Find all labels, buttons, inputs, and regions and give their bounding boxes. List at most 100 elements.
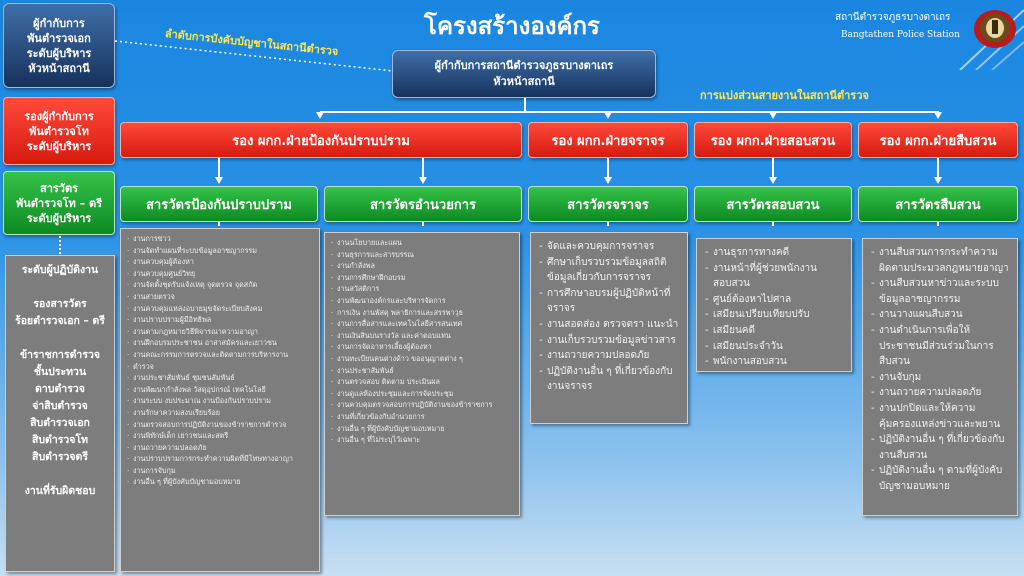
level-text: ระดับผู้บริหาร — [26, 211, 92, 225]
connector — [524, 98, 526, 112]
duty-item: งานนโยบายและแผน — [331, 237, 513, 249]
level-text: รองสารวัตร — [33, 298, 87, 310]
level-text: ระดับผู้บริหาร — [26, 46, 92, 60]
level-text: จ่าสิบตำรวจ — [32, 400, 88, 412]
duty-item: งานวางแผนสืบสวน — [871, 307, 1009, 323]
duty-item: งานควบคุมแหล่งอบายมุขจัดระเบียบสังคม — [127, 303, 313, 315]
inspector-box: สารวัตรอำนวยการ — [324, 186, 522, 222]
duty-list: งานสืบสวนการกระทำความผิดตามประมวลกฎหมายอ… — [862, 238, 1018, 516]
duty-item: งานประชาสัมพันธ์ ชุมชนสัมพันธ์ — [127, 372, 313, 384]
arrow-icon — [769, 177, 777, 184]
duty-item: งานควบคุมผู้ต้องหา — [127, 256, 313, 268]
duty-item: งานจัดทำแผนที่ระบบข้อมูลอาชญากรรม — [127, 245, 313, 257]
deputy-title: รอง ผกก.ฝ่ายป้องกันปราบปราม — [232, 133, 410, 149]
arrow-icon — [934, 177, 942, 184]
page-title: โครงสร้างองค์กร — [424, 12, 600, 40]
level-deputy: รองผู้กำกับการพันตำรวจโทระดับผู้บริหาร — [3, 97, 115, 165]
duty-item: งานดูแลห้องประชุมและการจัดประชุม — [331, 388, 513, 400]
connector — [218, 158, 220, 178]
duty-item: งานถวายความปลอดภัย — [539, 348, 679, 364]
head-title: ผู้กำกับการสถานีตำรวจภูธรบางตาเถร — [434, 59, 614, 72]
connector — [320, 111, 939, 113]
duty-item: ปฏิบัติงานอื่น ๆ ตามที่ผู้บังคับบัญชามอบ… — [871, 463, 1009, 494]
duty-item: ตำรวจ — [127, 361, 313, 373]
duty-item: พนักงานสอบสวน — [705, 354, 843, 370]
level-text: ดาบตำรวจ — [35, 383, 85, 395]
arrow-icon — [215, 177, 223, 184]
inspector-box: สารวัตรป้องกันปราบปราม — [120, 186, 318, 222]
inspector-title: สารวัตรสอบสวน — [726, 197, 820, 213]
inspector-title: สารวัตรสืบสวน — [895, 197, 981, 213]
level-text: ข้าราชการตำรวจ — [19, 349, 101, 361]
inspector-title: สารวัตรอำนวยการ — [369, 197, 476, 213]
dotted-connector — [59, 236, 61, 254]
arrow-icon — [934, 112, 942, 119]
duty-item: งานธุรการและสารบรรณ — [331, 249, 513, 261]
duty-item: เสมียนประจำวัน — [705, 339, 843, 355]
deputy-box: รอง ผกก.ฝ่ายจราจร — [528, 122, 688, 158]
level-text: สิบตำรวจตรี — [32, 451, 88, 463]
duty-item: งานสายตรวจ — [127, 291, 313, 303]
level-text: พันตำรวจโท — [29, 124, 89, 138]
duty-item: งานการจับกุม — [127, 465, 313, 477]
level-text: ชั้นประทวน — [33, 366, 87, 378]
duty-item: งานจัดตั้งชุดรับแจ้งเหตุ จุดตรวจ จุดสกัด — [127, 279, 313, 291]
duty-item: งานประชาสัมพันธ์ — [331, 365, 513, 377]
duty-list: งานการข่าวงานจัดทำแผนที่ระบบข้อมูลอาชญาก… — [120, 228, 320, 572]
deputy-title: รอง ผกก.ฝ่ายสอบสวน — [710, 133, 836, 149]
police-emblem-logo — [974, 10, 1016, 48]
duty-item: งานสืบสวนหาข่าวและระบบข้อมูลอาชญากรรม — [871, 276, 1009, 307]
duty-item: งานอื่น ๆ ที่ผู้บังคับบัญชามอบหมาย — [331, 423, 513, 435]
deputy-box: รอง ผกก.ฝ่ายสืบสวน — [858, 122, 1018, 158]
duty-item: งานอื่น ๆ ที่ผู้บังคับบัญชามอบหมาย — [127, 476, 313, 488]
level-text: งานที่รับผิดชอบ — [24, 485, 96, 497]
duty-item: งานธุรการทางคดี — [705, 245, 843, 261]
duty-item: การศึกษาอบรมผู้ปฏิบัติหน้าที่จราจร — [539, 286, 679, 317]
station-head-box: ผู้กำกับการสถานีตำรวจภูธรบางตาเถรหัวหน้า… — [392, 50, 656, 98]
duty-list: จัดและควบคุมการจราจรศึกษาเก็บรวบรวมข้อมู… — [530, 232, 688, 424]
level-text: ระดับผู้บริหาร — [26, 139, 92, 153]
level-text: หัวหน้าสถานี — [28, 61, 90, 75]
duty-item: งานดำเนินการเพื่อให้ประชาชนมีส่วนร่วมในก… — [871, 323, 1009, 370]
deputy-box: รอง ผกก.ฝ่ายป้องกันปราบปราม — [120, 122, 522, 158]
duty-item: ศูนย์ต้องหาไปศาล — [705, 292, 843, 308]
duty-item: งานตามกฎหมายวิธีพิจารณาความอาญา — [127, 326, 313, 338]
level-director: ผู้กำกับการพันตำรวจเอกระดับผู้บริหารหัวห… — [3, 3, 115, 88]
duty-item: งานถวายความปลอดภัย — [127, 442, 313, 454]
duty-item: งานอื่น ๆ ที่ไม่ระบุไว้เฉพาะ — [331, 434, 513, 446]
duty-item: งานปกปิดและให้ความคุ้มครองแหล่งข่าวและพย… — [871, 401, 1009, 432]
level-text: ระดับผู้ปฏิบัติงาน — [21, 264, 99, 276]
inspector-box: สารวัตรจราจร — [528, 186, 688, 222]
station-name-th: สถานีตำรวจภูธรบางตาเถร — [835, 12, 951, 23]
connector — [607, 158, 609, 178]
arrow-icon — [604, 112, 612, 119]
duty-item: งานตรวจสอบ ติดตาม ประเมินผล — [331, 376, 513, 388]
duty-item: งานที่เกี่ยวข้องกับอำนวยการ — [331, 411, 513, 423]
duty-item: งานควบคุมศูนย์วิทยุ — [127, 268, 313, 280]
duty-item: งานการข่าว — [127, 233, 313, 245]
duty-item: งานรักษาความสงบเรียบร้อย — [127, 407, 313, 419]
level-text: ผู้กำกับการ — [33, 16, 85, 30]
arrow-icon — [769, 112, 777, 119]
inspector-title: สารวัตรป้องกันปราบปราม — [146, 197, 292, 213]
duty-item: งานถวายความปลอดภัย — [871, 385, 1009, 401]
duty-item: งานการสื่อสารและเทคโนโลยีสารสนเทศ — [331, 318, 513, 330]
arrow-icon — [604, 177, 612, 184]
duty-item: งานปราบปรามผู้มีอิทธิพล — [127, 314, 313, 326]
division-label: การแบ่งส่วนสายงานในสถานีตำรวจ — [700, 89, 869, 102]
deputy-box: รอง ผกก.ฝ่ายสอบสวน — [694, 122, 852, 158]
inspector-box: สารวัตรสอบสวน — [694, 186, 852, 222]
connector — [937, 158, 939, 178]
duty-item: งานทะเบียนคนต่างด้าว ขออนุญาตต่าง ๆ — [331, 353, 513, 365]
connector — [937, 222, 939, 226]
arrow-icon — [419, 177, 427, 184]
duty-item: งานปราบปรามการกระทำความผิดที่มีโทษทางอาญ… — [127, 453, 313, 465]
level-text: สิบตำรวจโท — [31, 434, 89, 446]
duty-item: งานจับกุม — [871, 370, 1009, 386]
arrow-icon — [316, 112, 324, 119]
duty-item: งานการศึกษาฝึกอบรม — [331, 272, 513, 284]
level-inspector: สารวัตรพันตำรวจโท – ตรีระดับผู้บริหาร — [3, 171, 115, 235]
inspector-title: สารวัตรจราจร — [567, 197, 649, 213]
duty-item: งานฝึกอบรมประชาชน อาสาสมัครและเยาวชน — [127, 337, 313, 349]
duty-item: งานคณะกรรมการตรวจและติดตามการบริหารงาน — [127, 349, 313, 361]
